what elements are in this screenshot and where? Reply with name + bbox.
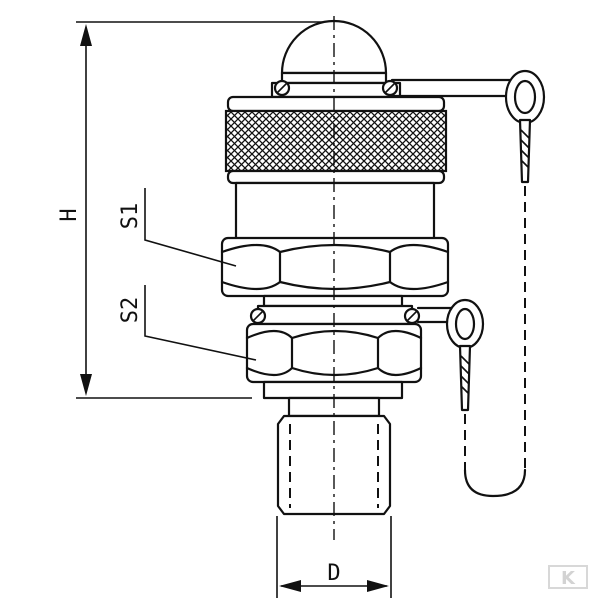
sleeve-bottom-band <box>226 169 446 185</box>
height-dimension: H <box>57 21 330 399</box>
hex-nut-s1 <box>220 236 450 298</box>
diameter-label: D <box>327 561 340 586</box>
middle-collar <box>262 294 404 308</box>
diameter-dimension: D <box>276 516 392 598</box>
thread-body <box>276 414 392 516</box>
height-arrow-top <box>80 24 92 46</box>
diameter-arrow-right <box>367 580 389 592</box>
body-neck <box>234 181 436 241</box>
watermark-letter: K <box>561 568 576 589</box>
cap-collar <box>270 81 402 99</box>
knurled-grip <box>224 109 448 173</box>
threaded-end <box>276 414 392 516</box>
knurled-sleeve <box>224 95 448 185</box>
chain-loop <box>463 468 527 498</box>
watermark-logo: K <box>548 565 588 589</box>
s1-leader: S1 <box>118 188 237 267</box>
hex-nut-s1-face-right <box>388 243 450 291</box>
s2-leader: S2 <box>118 285 257 361</box>
s1-label: S1 <box>118 203 143 230</box>
retaining-chain <box>390 69 546 498</box>
hex-nut-s1-outline <box>220 236 450 298</box>
dust-cap <box>270 19 402 99</box>
height-label: H <box>57 208 82 221</box>
sleeve-top-band <box>226 95 446 113</box>
middle-ring <box>256 304 414 326</box>
s2-label: S2 <box>118 297 143 324</box>
diameter-arrow-left <box>279 580 301 592</box>
height-arrow-bottom <box>80 374 92 396</box>
base-shoulder <box>262 380 404 400</box>
hex-nut-s1-face-left <box>220 243 282 291</box>
hex-nut-s2-face-right <box>376 329 423 377</box>
hex-nut-s2-face-left <box>245 329 294 377</box>
